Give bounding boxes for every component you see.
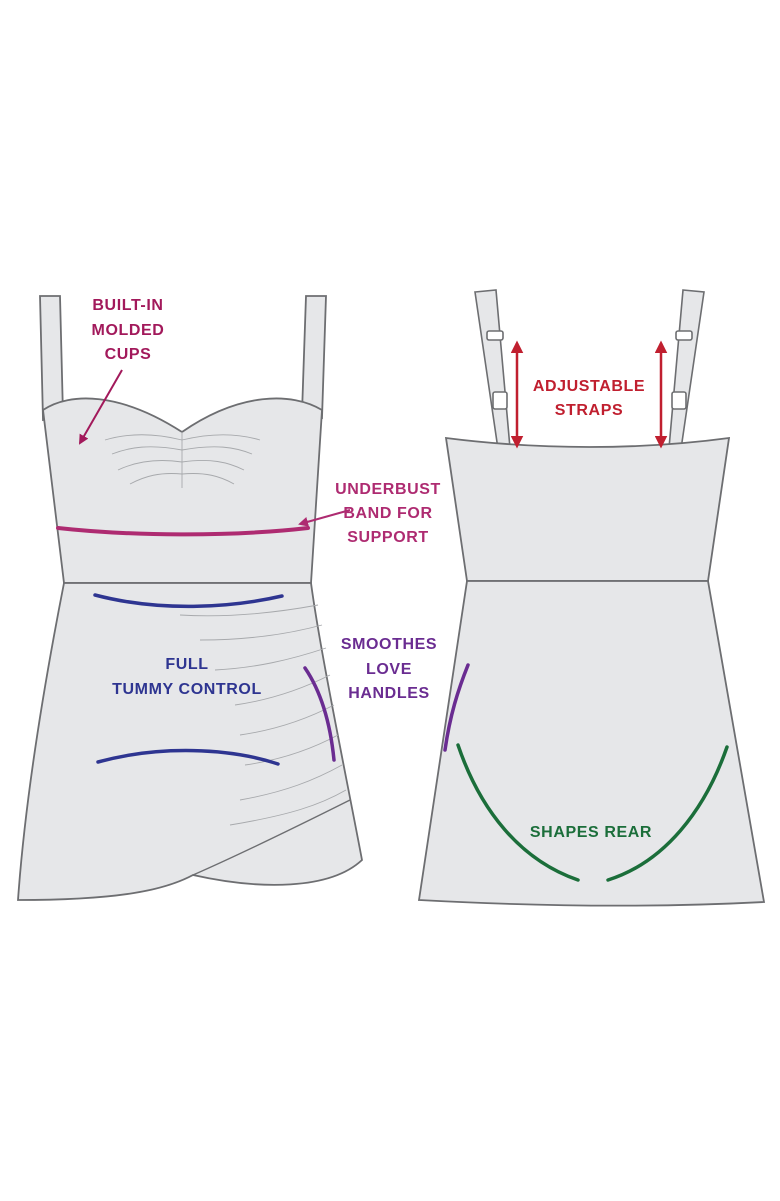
- front-skirt: [17, 582, 363, 901]
- cups-label-line-3: CUPS: [105, 346, 152, 363]
- underbust-label-line-1: UNDERBUST: [335, 481, 441, 498]
- underbust-arrow: [298, 509, 351, 527]
- love-handles-label-line-2: LOVE: [366, 661, 412, 678]
- front-love-handle-line: [303, 666, 336, 762]
- cups-arrow: [79, 369, 123, 445]
- love-handles-label-line-3: HANDLES: [348, 685, 430, 702]
- front-bodice: [42, 397, 323, 584]
- tummy-control-bottom-line: [96, 748, 280, 766]
- back-right-strap: [668, 289, 705, 450]
- left-strap-slider: [492, 391, 508, 410]
- back-left-strap: [474, 289, 511, 450]
- love-handles-label: SMOOTHES LOVE HANDLES: [341, 636, 437, 702]
- front-right-strap: [301, 295, 327, 420]
- tummy-label-line-2: TUMMY CONTROL: [112, 681, 262, 698]
- right-strap-ring: [675, 330, 693, 341]
- tummy-label-line-1: FULL: [165, 656, 208, 673]
- back-bodice: [444, 436, 731, 582]
- front-garment: [17, 295, 363, 901]
- straps-label-line-1: ADJUSTABLE: [533, 378, 645, 395]
- right-strap-slider: [671, 391, 687, 410]
- shapes-rear-left-line: [456, 743, 580, 882]
- rear-label: SHAPES REAR: [530, 824, 652, 841]
- front-wrap-line: [192, 799, 351, 876]
- bust-ruching: [104, 432, 261, 488]
- tummy-label: FULL TUMMY CONTROL: [112, 656, 262, 698]
- skirt-ruching: [179, 604, 347, 826]
- back-skirt: [417, 580, 766, 907]
- tummy-control-top-line: [93, 593, 284, 609]
- cups-label: BUILT-IN MOLDED CUPS: [92, 297, 165, 363]
- left-strap-ring: [486, 330, 504, 341]
- cups-label-line-2: MOLDED: [92, 322, 165, 339]
- straps-label: ADJUSTABLE STRAPS: [533, 378, 645, 419]
- underbust-label-line-3: SUPPORT: [347, 529, 429, 546]
- back-love-handle-line: [443, 663, 470, 752]
- shapes-rear-right-line: [606, 745, 729, 882]
- underbust-label: UNDERBUST BAND FOR SUPPORT: [335, 481, 441, 546]
- cups-label-line-1: BUILT-IN: [92, 297, 163, 314]
- back-garment: [417, 289, 766, 907]
- underbust-band-line: [56, 526, 310, 537]
- straps-label-line-2: STRAPS: [555, 402, 624, 419]
- love-handles-label-line-1: SMOOTHES: [341, 636, 437, 653]
- underbust-label-line-2: BAND FOR: [343, 505, 432, 522]
